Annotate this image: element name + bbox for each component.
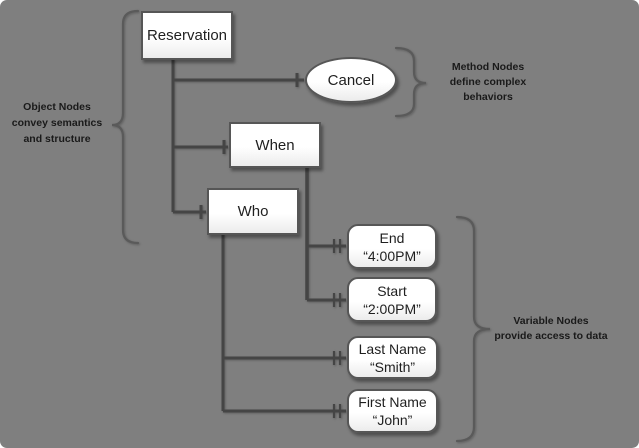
node-first-name-name: First Name [358, 394, 427, 410]
node-start-name: Start [377, 282, 407, 299]
node-when: When [229, 122, 321, 168]
node-start-value: “2:00PM” [363, 300, 421, 317]
annotation-variable-nodes: Variable Nodes provide access to data [487, 314, 615, 344]
brace-object-nodes [111, 9, 140, 245]
annotation-method-nodes-line1: Method Nodes [451, 61, 525, 73]
tick-first-name [332, 404, 342, 418]
node-end-value: “4:00PM” [363, 247, 421, 264]
annotation-method-nodes: Method Nodes define complex behaviors [435, 60, 541, 105]
node-who-label: Who [237, 203, 269, 220]
node-end: End “4:00PM” [347, 224, 437, 269]
node-first-name: First Name “John” [347, 389, 438, 433]
node-first-name-value: “John” [372, 412, 413, 428]
annotation-variable-nodes-line1: Variable Nodes [513, 315, 589, 327]
node-last-name-value: “Smith” [369, 358, 416, 375]
node-reservation: Reservation [141, 11, 233, 60]
brace-variable-nodes [455, 215, 491, 443]
tick-end [332, 239, 342, 253]
annotation-object-nodes-line1: Object Nodes [23, 101, 91, 113]
node-start: Start “2:00PM” [347, 277, 437, 322]
annotation-method-nodes-line2: define complex [449, 76, 527, 88]
annotation-method-nodes-line3: behaviors [463, 91, 513, 103]
node-cancel-label: Cancel [327, 71, 375, 89]
tick-start [332, 293, 342, 307]
annotation-object-nodes-line2: convey semantics [11, 117, 103, 129]
node-who: Who [207, 188, 299, 235]
tick-last-name [332, 351, 342, 365]
annotation-object-nodes-line3: and structure [23, 133, 91, 145]
annotation-object-nodes: Object Nodes convey semantics and struct… [4, 99, 110, 147]
brace-method-nodes [394, 46, 427, 118]
node-cancel: Cancel [305, 57, 397, 103]
node-end-name: End [379, 229, 405, 246]
node-last-name: Last Name “Smith” [347, 336, 438, 379]
node-reservation-label: Reservation [146, 27, 228, 44]
annotation-variable-nodes-line2: provide access to data [494, 330, 608, 342]
node-last-name-name: Last Name [358, 340, 427, 357]
node-when-label: When [255, 136, 295, 154]
